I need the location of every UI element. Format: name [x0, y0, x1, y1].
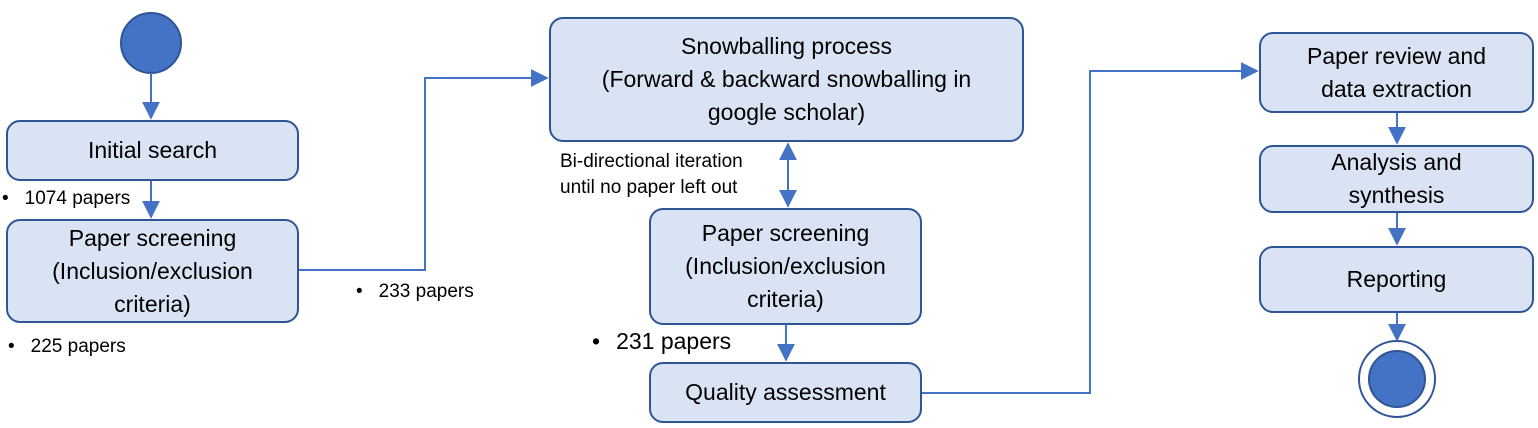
iteration-label: Bi-directional iteration until no paper … — [560, 149, 743, 201]
count-after-screening-2-text: 231 papers — [616, 328, 732, 354]
analysis-line-1: Analysis and — [1331, 149, 1462, 175]
quality-assessment-box: Quality assessment — [649, 362, 922, 423]
count-to-snowballing-text: 233 papers — [378, 281, 474, 302]
arrow-screening-to-snowballing — [299, 69, 549, 271]
analysis-synthesis-box: Analysis and synthesis — [1259, 145, 1534, 213]
paper-screening-box-2: Paper screening (Inclusion/exclusion cri… — [649, 208, 922, 325]
count-after-search: • 1074 papers — [2, 188, 130, 210]
bullet-icon: • — [592, 328, 601, 354]
iteration-label-line-2: until no paper left out — [560, 177, 738, 198]
paper-screening-box-1: Paper screening (Inclusion/exclusion cri… — [6, 219, 299, 323]
reporting-box: Reporting — [1259, 246, 1534, 313]
start-node — [120, 12, 182, 74]
screening-1-line-2: (Inclusion/exclusion — [52, 257, 253, 284]
analysis-line-2: synthesis — [1348, 182, 1445, 208]
bullet-icon: • — [8, 336, 15, 357]
reporting-label: Reporting — [1346, 266, 1447, 292]
screening-1-line-3: criteria) — [114, 290, 191, 317]
snowballing-line-3: google scholar) — [707, 99, 866, 125]
count-to-snowballing: • 233 papers — [356, 281, 474, 303]
arrow-quality-to-review — [922, 62, 1259, 394]
initial-search-box: Initial search — [6, 120, 299, 181]
review-line-2: data extraction — [1321, 75, 1472, 102]
bullet-icon: • — [356, 281, 363, 302]
count-after-screening-2: • 231 papers — [592, 328, 731, 355]
bullet-icon: • — [2, 188, 9, 209]
snowballing-line-2: (Forward & backward snowballing in — [601, 66, 972, 92]
screening-2-line-1: Paper screening — [701, 220, 870, 246]
screening-2-line-3: criteria) — [747, 286, 824, 312]
snowballing-process-box: Snowballing process (Forward & backward … — [549, 17, 1024, 142]
initial-search-label: Initial search — [87, 137, 218, 163]
count-after-screening-1: • 225 papers — [8, 336, 126, 358]
count-after-search-text: 1074 papers — [24, 188, 131, 209]
iteration-label-line-1: Bi-directional iteration — [560, 151, 743, 172]
review-line-1: Paper review and — [1307, 42, 1486, 69]
paper-review-box: Paper review and data extraction — [1259, 32, 1534, 113]
screening-1-line-1: Paper screening — [68, 224, 237, 251]
screening-2-line-2: (Inclusion/exclusion — [685, 253, 886, 279]
end-node — [1358, 340, 1436, 418]
quality-label: Quality assessment — [685, 379, 886, 405]
count-after-screening-1-text: 225 papers — [30, 336, 126, 357]
snowballing-line-1: Snowballing process — [681, 33, 892, 59]
